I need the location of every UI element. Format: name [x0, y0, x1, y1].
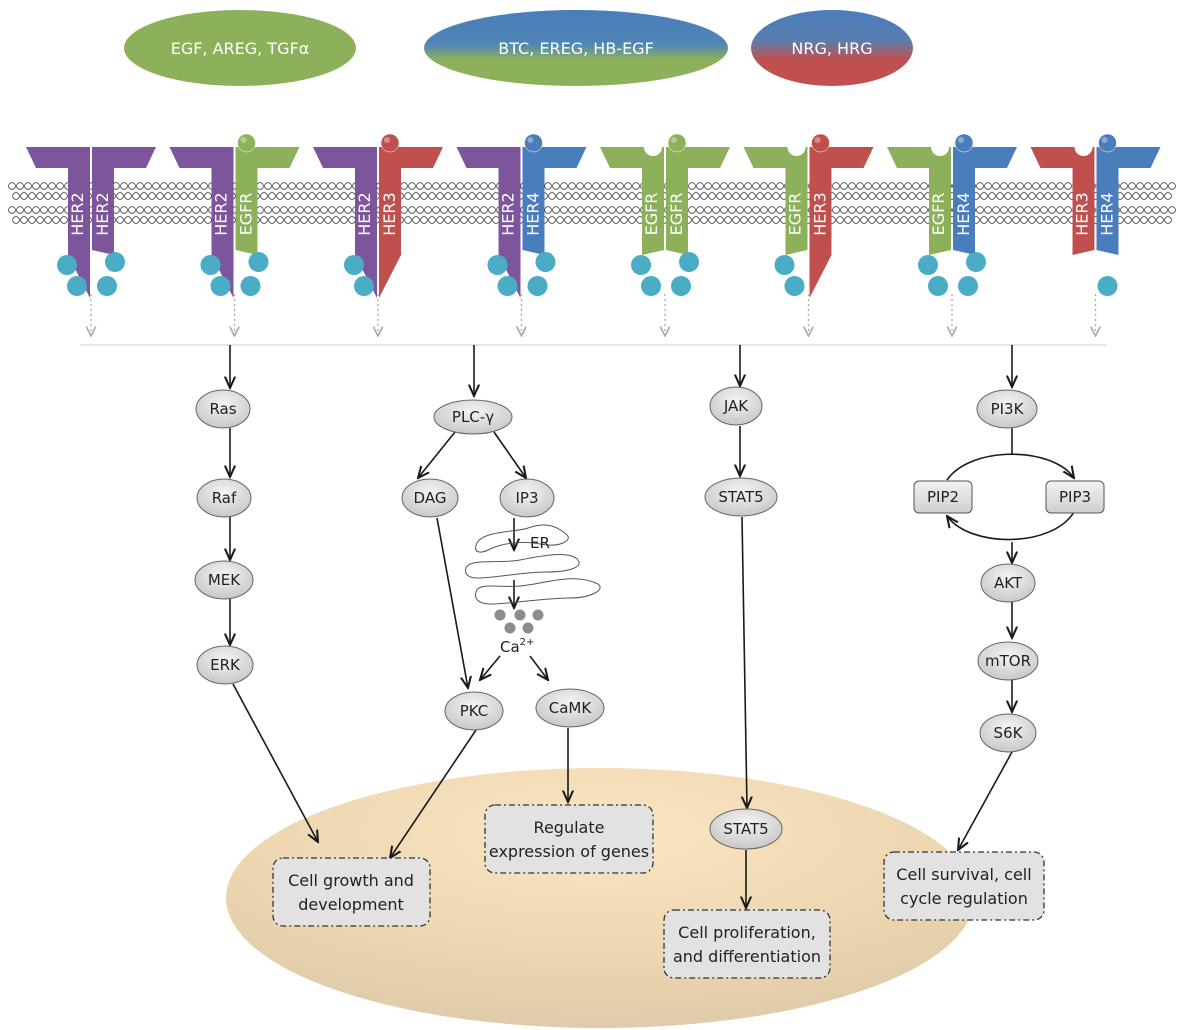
svg-text:EGFR: EGFR — [667, 193, 686, 236]
dimer-output-arrows — [91, 294, 1096, 336]
svg-text:EGFR: EGFR — [642, 193, 661, 236]
svg-text:IP3: IP3 — [515, 489, 538, 507]
node-pip3: PIP3 — [1045, 480, 1105, 514]
outcome-boxes: Cell growth and development Regulate exp… — [272, 804, 1045, 979]
svg-text:ERK: ERK — [210, 656, 241, 674]
ligand-group: EGF, AREG, TGFα BTC, EREG, HB-EGF NRG, H… — [124, 10, 913, 86]
svg-text:Raf: Raf — [212, 489, 237, 507]
dimer-her2-her2: HER2 HER2 — [26, 147, 156, 298]
node-pip2: PIP2 — [913, 480, 973, 514]
svg-text:PLC-γ: PLC-γ — [452, 408, 494, 426]
node-camk: CaMK — [535, 688, 605, 728]
calcium-label: Ca2+ — [500, 637, 534, 656]
svg-text:HER3: HER3 — [1073, 192, 1092, 235]
ligand-egf: EGF, AREG, TGFα — [124, 10, 356, 86]
svg-text:Cell proliferation,: Cell proliferation, — [678, 923, 816, 942]
ligand-btc-label: BTC, EREG, HB-EGF — [498, 39, 654, 58]
svg-text:PI3K: PI3K — [991, 400, 1025, 418]
dimer-egfr-her3: EGFR HER3 — [743, 133, 874, 298]
node-pi3k: PI3K — [976, 389, 1038, 429]
svg-text:Ras: Ras — [209, 400, 236, 418]
svg-text:STAT5: STAT5 — [723, 820, 768, 838]
svg-text:development: development — [298, 895, 404, 914]
endoplasmic-reticulum — [465, 524, 601, 605]
dimer-egfr-egfr: EGFR EGFR — [600, 133, 730, 296]
svg-text:PKC: PKC — [460, 702, 489, 720]
svg-text:HER2: HER2 — [68, 192, 87, 235]
svg-text:HER4: HER4 — [1098, 192, 1117, 235]
svg-text:PIP2: PIP2 — [927, 488, 959, 506]
svg-text:Cell growth and: Cell growth and — [288, 871, 414, 890]
svg-text:cycle regulation: cycle regulation — [900, 889, 1028, 908]
node-ip3: IP3 — [499, 478, 555, 518]
svg-text:STAT5: STAT5 — [718, 488, 763, 506]
svg-text:Regulate: Regulate — [534, 818, 605, 837]
svg-text:HER3: HER3 — [811, 192, 830, 235]
svg-text:HER4: HER4 — [954, 192, 973, 235]
node-mek: MEK — [194, 560, 254, 600]
svg-text:HER2: HER2 — [355, 192, 374, 235]
node-ras: Ras — [195, 389, 251, 429]
outcome-cell-growth: Cell growth and development — [272, 857, 431, 927]
ligand-nrg: NRG, HRG — [751, 10, 913, 86]
node-raf: Raf — [196, 478, 252, 518]
svg-text:HER2: HER2 — [93, 192, 112, 235]
pathway-arrows — [230, 345, 1074, 908]
svg-text:PIP3: PIP3 — [1059, 488, 1091, 506]
node-plc-gamma: PLC-γ — [433, 399, 513, 435]
svg-text:expression of genes: expression of genes — [489, 842, 649, 861]
svg-text:and differentiation: and differentiation — [673, 947, 821, 966]
outcome-gene-expression: Regulate expression of genes — [484, 804, 654, 874]
svg-text:CaMK: CaMK — [549, 699, 593, 717]
node-jak: JAK — [709, 386, 763, 426]
svg-text:HER2: HER2 — [212, 192, 231, 235]
node-stat5: STAT5 — [704, 477, 778, 517]
node-dag: DAG — [401, 478, 459, 518]
dimer-her2-her4: HER2 HER4 — [456, 133, 587, 298]
dimer-her3-her4: HER3 HER4 — [1030, 133, 1161, 296]
node-s6k: S6K — [979, 713, 1037, 753]
node-mtor: mTOR — [977, 641, 1039, 681]
svg-text:Cell survival, cell: Cell survival, cell — [896, 865, 1031, 884]
svg-text:JAK: JAK — [723, 397, 749, 415]
dimer-egfr-her4: EGFR HER4 — [887, 133, 1017, 296]
svg-text:EGFR: EGFR — [929, 193, 948, 236]
er-label: ER — [530, 534, 550, 552]
svg-text:DAG: DAG — [414, 489, 447, 507]
calcium-ions — [494, 609, 544, 634]
node-pkc: PKC — [444, 691, 504, 731]
dimer-her2-egfr: HER2 EGFR — [169, 133, 300, 298]
svg-text:HER2: HER2 — [499, 192, 518, 235]
outcome-cell-survival: Cell survival, cell cycle regulation — [883, 851, 1045, 921]
cell-membrane — [8, 182, 1176, 224]
svg-text:mTOR: mTOR — [985, 652, 1031, 670]
node-stat5-nuclear: STAT5 — [709, 808, 783, 850]
svg-text:S6K: S6K — [994, 724, 1024, 742]
svg-text:EGFR: EGFR — [786, 193, 805, 236]
svg-text:MEK: MEK — [208, 571, 241, 589]
svg-text:HER4: HER4 — [524, 192, 543, 235]
svg-text:HER3: HER3 — [380, 192, 399, 235]
ligand-egf-label: EGF, AREG, TGFα — [171, 39, 310, 58]
outcome-proliferation: Cell proliferation, and differentiation — [663, 909, 831, 979]
ligand-nrg-label: NRG, HRG — [791, 39, 872, 58]
node-erk: ERK — [196, 645, 254, 685]
node-akt: AKT — [980, 563, 1036, 603]
svg-text:AKT: AKT — [994, 574, 1023, 592]
dimer-her2-her3: HER2 HER3 — [313, 133, 443, 298]
signal-nodes: Ras Raf MEK ERK PLC-γ DAG IP3 PKC CaMK J… — [194, 386, 1105, 850]
ligand-btc: BTC, EREG, HB-EGF — [424, 10, 728, 86]
svg-text:EGFR: EGFR — [237, 193, 256, 236]
